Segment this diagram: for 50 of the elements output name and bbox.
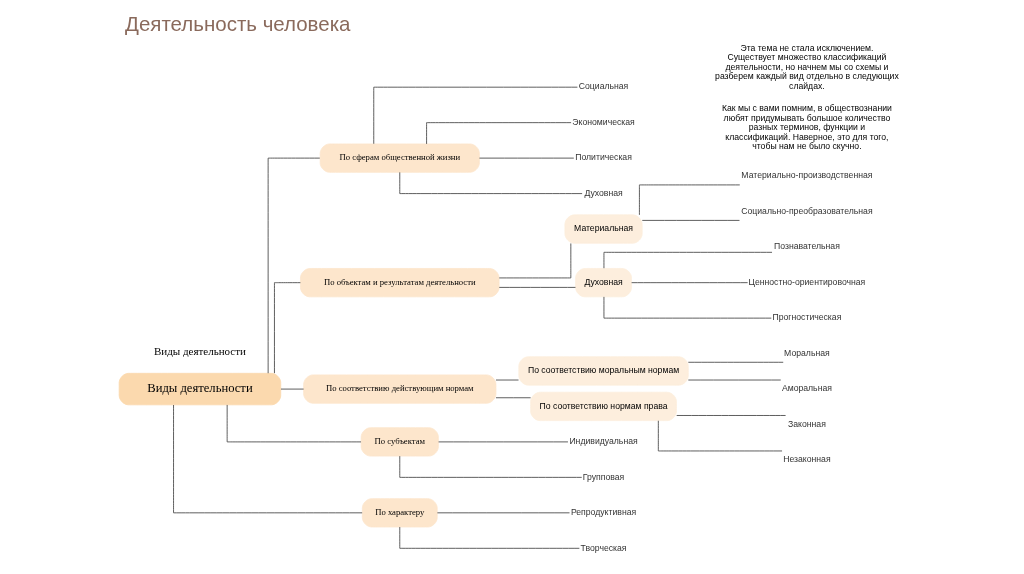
- label: Как мы с вами помним, в обществознании любят придумывать большое количество разных терминов, функции и классификаций. Наверное, это для того, чтобы нам не было скучно.: [721, 103, 892, 152]
- connector: [267, 157, 320, 374]
- node-text: Ценностно-ориентировочная: [748, 276, 865, 287]
- node-box: По характеру: [361, 498, 438, 528]
- node-box: По объектам и результатам деятельности: [299, 268, 499, 298]
- label: Виды деятельности: [153, 344, 246, 357]
- node-text: Материально-производственная: [740, 170, 872, 181]
- connector: [675, 415, 786, 416]
- node-text: Творческая: [580, 542, 627, 553]
- connector: [687, 361, 784, 363]
- connector: [495, 397, 531, 399]
- node-text: Политическая: [574, 152, 632, 163]
- connector: [398, 526, 580, 549]
- connector: [172, 404, 363, 514]
- node-box: Виды деятельности: [118, 372, 281, 406]
- node-text: Социально-преобразовательная: [740, 205, 873, 216]
- node-box: По сферам общественной жизни: [319, 143, 480, 173]
- connector: [226, 404, 361, 443]
- diagram-title: Деятельность человека: [124, 12, 350, 36]
- node-text: Социальная: [578, 81, 628, 92]
- node-text: Познавательная: [773, 241, 840, 252]
- connector: [638, 184, 740, 216]
- connector: [273, 282, 301, 374]
- node-text: Прогностическая: [771, 312, 841, 323]
- connector: [603, 251, 772, 269]
- node-text: Индивидуальная: [568, 436, 638, 447]
- connector: [641, 220, 740, 221]
- node-text: Незаконная: [782, 454, 831, 465]
- node-box: По соответствию моральным нормам: [517, 356, 689, 386]
- connector: [372, 86, 578, 145]
- connector: [398, 455, 582, 478]
- connector: [425, 122, 571, 145]
- node-box: По соответствию действующим нормам: [302, 374, 496, 404]
- node-box: По субъектам: [360, 427, 439, 457]
- node-text: Групповая: [582, 471, 624, 482]
- node-text: Репродуктивная: [570, 507, 636, 518]
- node-text: Духовная: [583, 187, 623, 198]
- connector: [630, 282, 748, 284]
- connector: [398, 171, 582, 194]
- connector: [498, 243, 571, 279]
- node-box: По соответствию нормам права: [529, 391, 677, 421]
- label: Эта тема не стала исключением. Существует множество классификаций деятельности, но начнем мы со схемы и разберем каждый вид отдельно в следующих слайдах.: [714, 42, 899, 91]
- node-text: Законная: [787, 418, 826, 429]
- connector: [657, 420, 782, 452]
- node-box: Духовная: [574, 268, 632, 298]
- connector: [498, 287, 576, 288]
- node-text: Экономическая: [571, 116, 635, 127]
- node-text: Аморальная: [781, 383, 832, 394]
- node-text: Моральная: [783, 347, 830, 358]
- node-box: Материальная: [564, 214, 643, 244]
